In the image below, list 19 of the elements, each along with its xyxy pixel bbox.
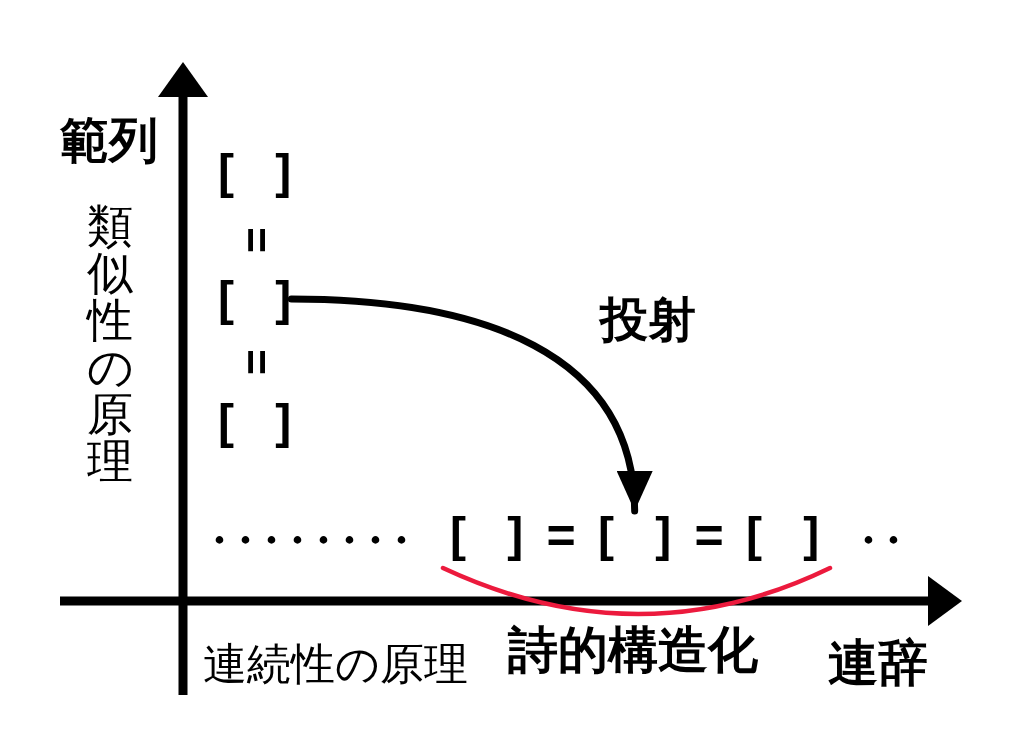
empty-bracket-pair: [ ]	[218, 275, 292, 323]
axis-caption: 連続性の原理	[203, 642, 468, 686]
axis-label: 連辞	[828, 638, 928, 688]
empty-bracket-pair: [ ]	[218, 148, 292, 196]
edge-label: 投射	[600, 296, 696, 344]
empty-bracket-pair: [ ]	[218, 398, 292, 446]
equals-sign: =	[233, 349, 278, 375]
annotation-text: 詩的構造化	[508, 625, 758, 675]
equals-sign: =	[694, 511, 724, 561]
ellipsis: ・・	[848, 520, 898, 560]
curved-arrow	[287, 295, 650, 515]
empty-bracket-pair: [ ]	[598, 511, 672, 559]
empty-bracket-pair: [ ]	[450, 511, 524, 559]
equals-sign: =	[233, 227, 278, 253]
axis-caption: 類似性の原理	[87, 203, 133, 485]
empty-bracket-pair: [ ]	[746, 511, 820, 559]
axis-label: 範列	[60, 116, 158, 165]
ellipsis: ・・・・・・・・	[199, 520, 407, 560]
equals-sign: =	[546, 511, 576, 561]
